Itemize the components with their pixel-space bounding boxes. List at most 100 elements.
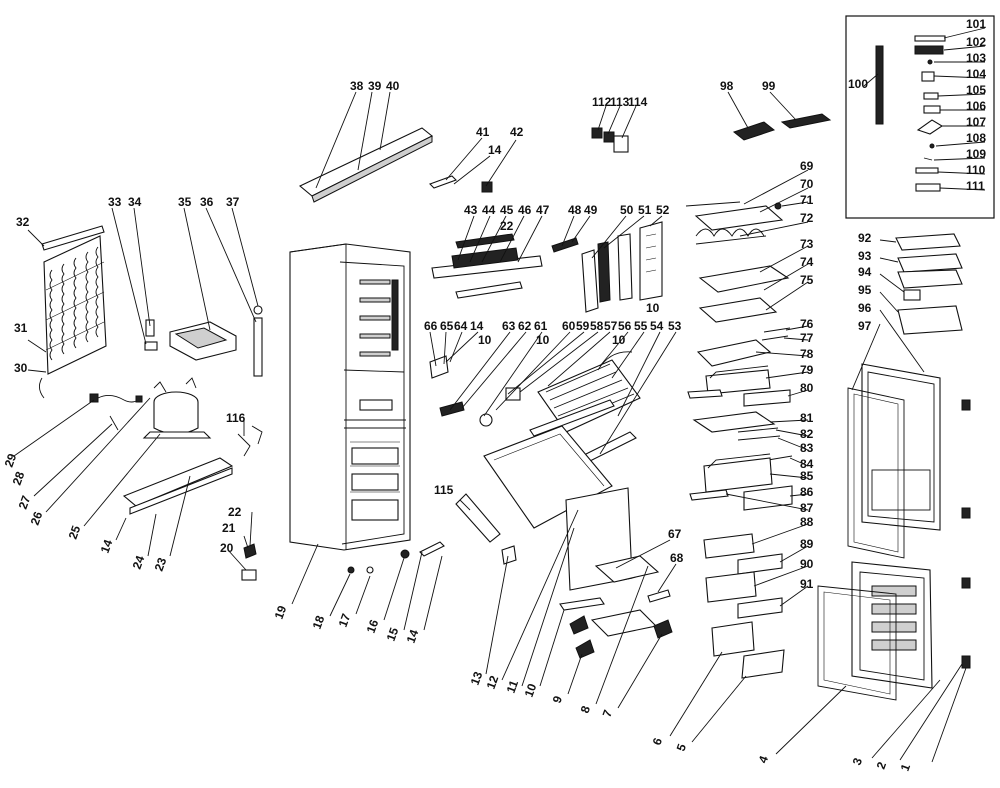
callout-27: 27 [16, 493, 34, 511]
callout-64: 64 [454, 319, 468, 333]
callout-52: 52 [656, 203, 670, 217]
part-42 [481, 181, 493, 193]
callout-21: 21 [222, 521, 236, 535]
part-84 [767, 455, 793, 461]
callout-55: 55 [634, 319, 648, 333]
part-18 [347, 566, 355, 574]
drawer-front-5 [741, 649, 785, 679]
compressor [142, 377, 212, 439]
callout-20: 20 [220, 541, 234, 555]
inset-part-108 [929, 143, 935, 149]
glass-shelf-78 [696, 339, 772, 367]
part-70-shelf [694, 205, 784, 231]
evaporator [537, 359, 641, 433]
callout-31: 31 [14, 321, 28, 335]
callout-14b: 14 [98, 537, 116, 555]
callout-80: 80 [800, 381, 814, 395]
callout-79: 79 [800, 363, 814, 377]
part-112 [591, 127, 603, 139]
callout-24: 24 [130, 553, 148, 571]
inset-part-106 [923, 105, 941, 114]
callout-57: 57 [604, 319, 618, 333]
freezer-glass-shelf [594, 555, 660, 583]
callout-10: 10 [522, 681, 540, 699]
part-76 [763, 327, 791, 333]
callout-82: 82 [800, 427, 814, 441]
hinge-bottom [961, 655, 971, 669]
callout-46: 46 [518, 203, 532, 217]
callout-97: 97 [858, 319, 872, 333]
part-52-duct [617, 233, 633, 301]
part-16 [400, 549, 410, 559]
part-7 [653, 619, 673, 639]
callout-49: 49 [584, 203, 598, 217]
callout-93: 93 [858, 249, 872, 263]
part-shelf-rail [559, 597, 605, 611]
part-114 [613, 135, 629, 153]
part-113 [603, 131, 615, 143]
callout-99: 99 [762, 79, 776, 93]
callout-47: 47 [536, 203, 550, 217]
freezer-drawer-88 [703, 533, 755, 559]
part-99 [780, 113, 832, 129]
callout-42: 42 [510, 125, 524, 139]
inset-frame [845, 15, 995, 219]
part-9 [575, 639, 595, 659]
callout-32: 32 [16, 215, 30, 229]
part-50-duct [581, 249, 599, 313]
callout-73: 73 [800, 237, 814, 251]
callout-75: 75 [800, 273, 814, 287]
power-cord [89, 393, 143, 403]
drip-tray [169, 321, 237, 361]
callout-71: 71 [800, 193, 814, 207]
callout-17: 17 [336, 611, 354, 629]
callout-9: 9 [550, 694, 566, 705]
air-duct [639, 221, 663, 301]
hinge-lower [961, 577, 971, 589]
callout-72: 72 [800, 211, 814, 225]
glass-shelf-75 [698, 297, 778, 323]
callout-109: 109 [966, 147, 986, 161]
callout-3: 3 [850, 756, 866, 767]
callout-106: 106 [966, 99, 986, 113]
callout-8: 8 [578, 704, 594, 715]
part-33 [144, 341, 158, 351]
callout-85: 85 [800, 469, 814, 483]
callout-23: 23 [152, 555, 170, 573]
callout-26: 26 [28, 509, 46, 527]
callout-112: 112 [592, 95, 612, 109]
callout-94: 94 [858, 265, 872, 279]
callout-58: 58 [590, 319, 604, 333]
part-15 [419, 541, 445, 557]
callout-38: 38 [350, 79, 364, 93]
refrigerator-cabinet [289, 243, 411, 551]
door-bin-93 [897, 253, 963, 273]
callout-59: 59 [576, 319, 590, 333]
part-77 [761, 335, 789, 341]
part-20 [241, 569, 257, 581]
callout-2: 2 [874, 760, 890, 771]
callout-84: 84 [800, 457, 814, 471]
condenser-pipe [39, 377, 45, 399]
freezer-glass-shelf-2 [590, 609, 658, 637]
callout-98: 98 [720, 79, 734, 93]
fan-blade [479, 413, 493, 427]
part-98 [732, 121, 776, 141]
drain-pipe [253, 317, 263, 377]
callout-116: 116 [226, 411, 246, 425]
door-bin-95 [897, 305, 963, 335]
callout-14d: 14 [470, 319, 484, 333]
callout-74: 74 [800, 255, 814, 269]
part-49 [551, 237, 579, 253]
callout-77: 77 [800, 331, 814, 345]
callout-115: 115 [434, 483, 454, 497]
callout-51: 51 [638, 203, 652, 217]
hinge-middle [961, 507, 971, 519]
callout-34: 34 [128, 195, 142, 209]
callout-1: 1 [898, 762, 914, 773]
callout-81: 81 [800, 411, 814, 425]
part-65 [429, 355, 449, 379]
part-rail-80 [687, 389, 723, 399]
callout-14c: 14 [488, 143, 502, 157]
part-17 [366, 566, 374, 574]
